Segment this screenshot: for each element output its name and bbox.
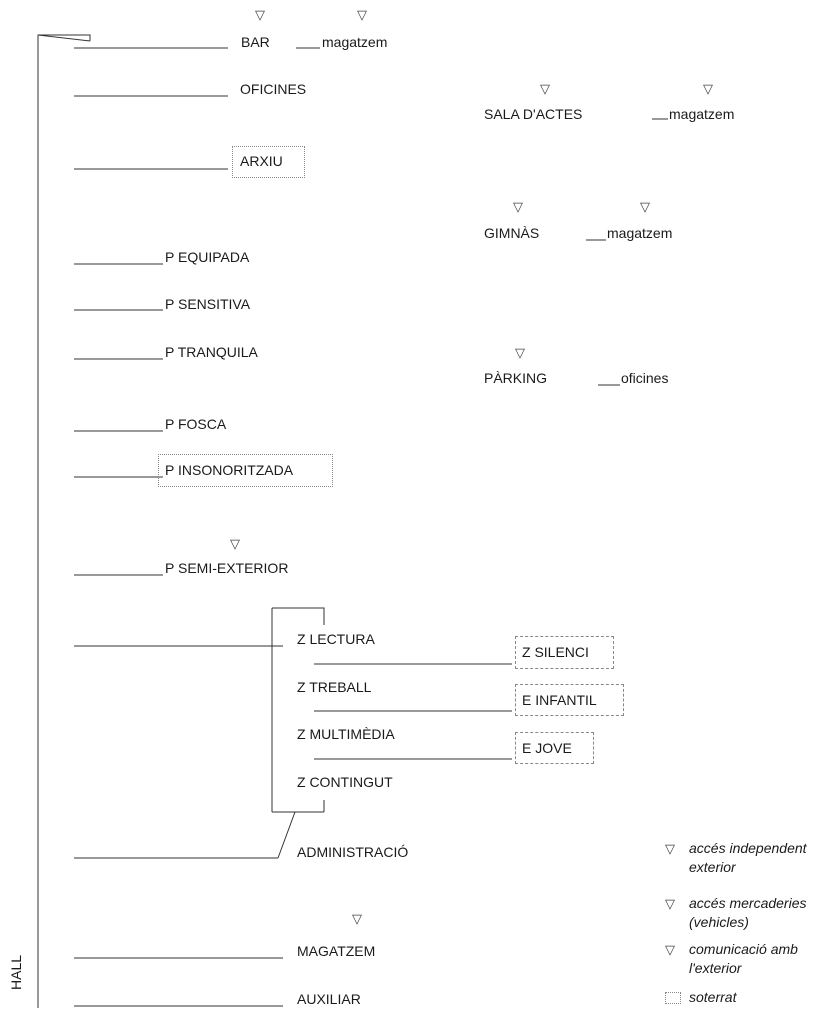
label-p-semi-exterior: P SEMI-EXTERIOR bbox=[165, 560, 289, 576]
label-p-equipada: P EQUIPADA bbox=[165, 249, 250, 265]
legend-comunicacio-line2: l'exterior bbox=[689, 960, 742, 976]
label-administracio: ADMINISTRACIÓ bbox=[297, 844, 409, 860]
underground-icon bbox=[665, 992, 681, 1004]
label-arxiu: ARXIU bbox=[240, 153, 283, 169]
hall-label: HALL bbox=[8, 954, 24, 990]
legend-mercaderies-line2: (vehicles) bbox=[689, 914, 749, 930]
label-p-insonoritzada: P INSONORITZADA bbox=[165, 462, 294, 478]
label-z-multimedia: Z MULTIMÈDIA bbox=[297, 726, 395, 742]
legend-soterrat: soterrat bbox=[689, 989, 737, 1005]
label-z-treball: Z TREBALL bbox=[297, 679, 372, 695]
label-z-lectura: Z LECTURA bbox=[297, 631, 375, 647]
independent-access-icon: ▽ bbox=[540, 81, 550, 96]
label-p-tranquila: P TRANQUILA bbox=[165, 344, 258, 360]
label-z-silenci: Z SILENCI bbox=[522, 644, 589, 660]
underground-box bbox=[515, 636, 614, 669]
label-p-fosca: P FOSCA bbox=[165, 416, 227, 432]
independent-access-icon: ▽ bbox=[665, 841, 675, 856]
label-parking: PÀRKING bbox=[484, 370, 548, 386]
goods-access-icon: ▽ bbox=[665, 896, 675, 911]
independent-access-icon: ▽ bbox=[255, 7, 265, 22]
label-auxiliar: AUXILIAR bbox=[297, 991, 361, 1007]
legend-mercaderies-line1: accés mercaderies bbox=[689, 895, 807, 911]
underground-box bbox=[515, 732, 594, 764]
label-bar: BAR bbox=[241, 34, 270, 50]
label-e-jove: E JOVE bbox=[522, 740, 572, 756]
goods-access-icon: ▽ bbox=[357, 7, 367, 22]
label-e-infantil: E INFANTIL bbox=[522, 692, 597, 708]
goods-access-icon: ▽ bbox=[352, 911, 362, 926]
label-oficines: OFICINES bbox=[240, 81, 307, 97]
underground-box bbox=[158, 454, 333, 487]
label-magatzem: MAGATZEM bbox=[297, 943, 376, 959]
label-bar-magatzem: magatzem bbox=[322, 34, 388, 50]
label-sala-magatzem: magatzem bbox=[669, 106, 735, 122]
independent-access-icon: ▽ bbox=[513, 199, 523, 214]
label-parking-oficines: oficines bbox=[621, 370, 669, 386]
underground-box bbox=[232, 146, 305, 178]
label-z-contingut: Z CONTINGUT bbox=[297, 774, 393, 790]
label-gimnas: GIMNÀS bbox=[484, 225, 540, 241]
underground-box bbox=[515, 684, 624, 716]
legend-independent-line2: exterior bbox=[689, 859, 736, 875]
label-sala-actes: SALA D'ACTES bbox=[484, 106, 583, 122]
goods-access-icon: ▽ bbox=[703, 81, 713, 96]
label-gimnas-magatzem: magatzem bbox=[607, 225, 673, 241]
exterior-communication-icon: ▽ bbox=[665, 942, 675, 957]
goods-access-icon: ▽ bbox=[640, 199, 650, 214]
label-p-sensitiva: P SENSITIVA bbox=[165, 296, 251, 312]
exterior-communication-icon: ▽ bbox=[230, 536, 240, 551]
legend-comunicacio-line1: comunicació amb bbox=[689, 941, 798, 957]
independent-access-icon: ▽ bbox=[515, 345, 525, 360]
legend-independent-line1: accés independent bbox=[689, 840, 807, 856]
